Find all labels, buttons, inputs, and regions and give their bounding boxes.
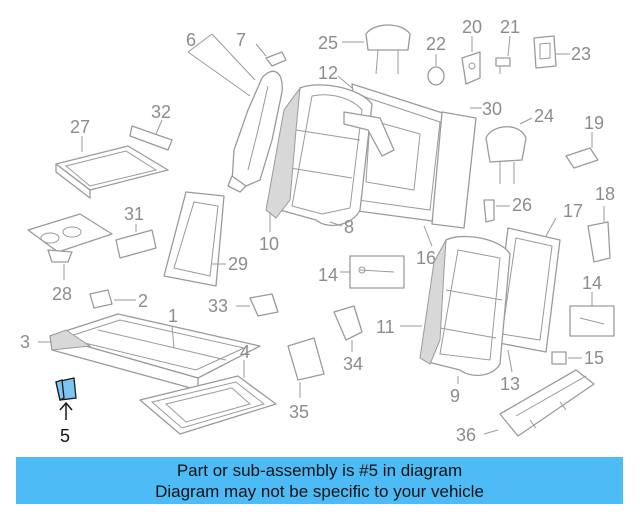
callout-2: 2 [138,291,148,311]
callout-10: 10 [259,234,279,254]
callout-17: 17 [563,201,583,221]
part-10-backrest-cover [265,86,301,232]
part-28-cupholder-tray [27,213,113,280]
callout-23: 23 [571,44,591,64]
callout-19: 19 [584,113,604,133]
callout-32: 32 [151,102,171,122]
callout-11: 11 [376,317,395,337]
parts-diagram: 6 7 25 12 30 8 10 16 22 [20,17,615,446]
callout-31: 31 [124,204,144,224]
callout-9: 9 [450,386,460,406]
callout-8: 8 [344,217,354,237]
callout-36: 36 [456,425,476,445]
callout-7: 7 [236,30,246,50]
part-14-bolt-set-left [340,255,405,289]
callout-20: 20 [462,17,482,37]
part-21-bolt [495,35,511,74]
part-22-cap [427,54,445,86]
callout-4: 4 [240,342,250,362]
part-26-bushing [483,199,510,223]
callout-22: 22 [426,34,446,54]
callout-34: 34 [343,354,363,374]
callout-28: 28 [52,284,72,304]
part-19-guide [565,132,599,169]
part-6-side-trim [187,33,283,193]
banner-line-2: Diagram may not be specific to your vehi… [155,481,484,501]
part-3-seat-cover [38,329,92,351]
part-29-pass-through-frame [163,191,226,287]
part-5-highlighted [55,377,77,420]
part-36-ski-bag [483,369,595,437]
part-17-backrest-frame-right [493,217,561,353]
part-30-backrest-panel [431,107,482,229]
part-4-seat-frame [139,360,277,435]
callout-14-right: 14 [582,273,602,293]
callout-24: 24 [534,106,554,126]
callout-15: 15 [584,348,604,368]
banner-line-1: Part or sub-assembly is #5 in diagram [176,460,463,480]
part-23-latch [533,35,570,69]
callout-13: 13 [500,374,520,394]
part-16-backrest-trim [423,225,433,247]
callout-1: 1 [168,306,178,326]
part-25-headrest-frame [342,24,411,75]
part-7-clip [255,43,287,67]
part-15-clip [551,351,582,365]
part-9-backrest-cushion-right [427,235,511,384]
part-13-trim-right [507,349,513,373]
callout-6: 6 [186,30,196,50]
info-banner: Part or sub-assembly is #5 in diagram Di… [16,457,623,504]
callout-12: 12 [318,63,338,83]
part-14-bolt-set-right [569,292,615,337]
callout-33: 33 [208,296,228,316]
callout-14-left: 14 [318,265,338,285]
callout-18: 18 [595,184,615,204]
part-2-clip [89,289,136,309]
callout-29: 29 [228,254,248,274]
part-27-armrest [55,136,169,199]
part-8-backrest-cushion [279,84,395,227]
part-34-bracket [333,305,363,352]
callout-30: 30 [482,99,502,119]
part-11-backrest-cover-right [400,239,447,365]
callout-21: 21 [500,17,520,37]
callout-26: 26 [512,195,532,215]
callout-5-highlighted: 5 [60,426,70,446]
callout-3: 3 [20,332,30,352]
part-24-headrest [485,117,533,184]
part-18-trim-cover [587,206,611,263]
part-32-strip [129,119,173,151]
part-31-handle [115,224,157,259]
callout-25: 25 [318,33,338,53]
part-35-bracket [287,337,325,398]
callout-35: 35 [289,402,309,422]
callout-16: 16 [416,248,436,268]
part-33-hinge-cover [236,293,279,317]
part-20-bracket [461,36,481,85]
callout-27: 27 [70,117,90,137]
